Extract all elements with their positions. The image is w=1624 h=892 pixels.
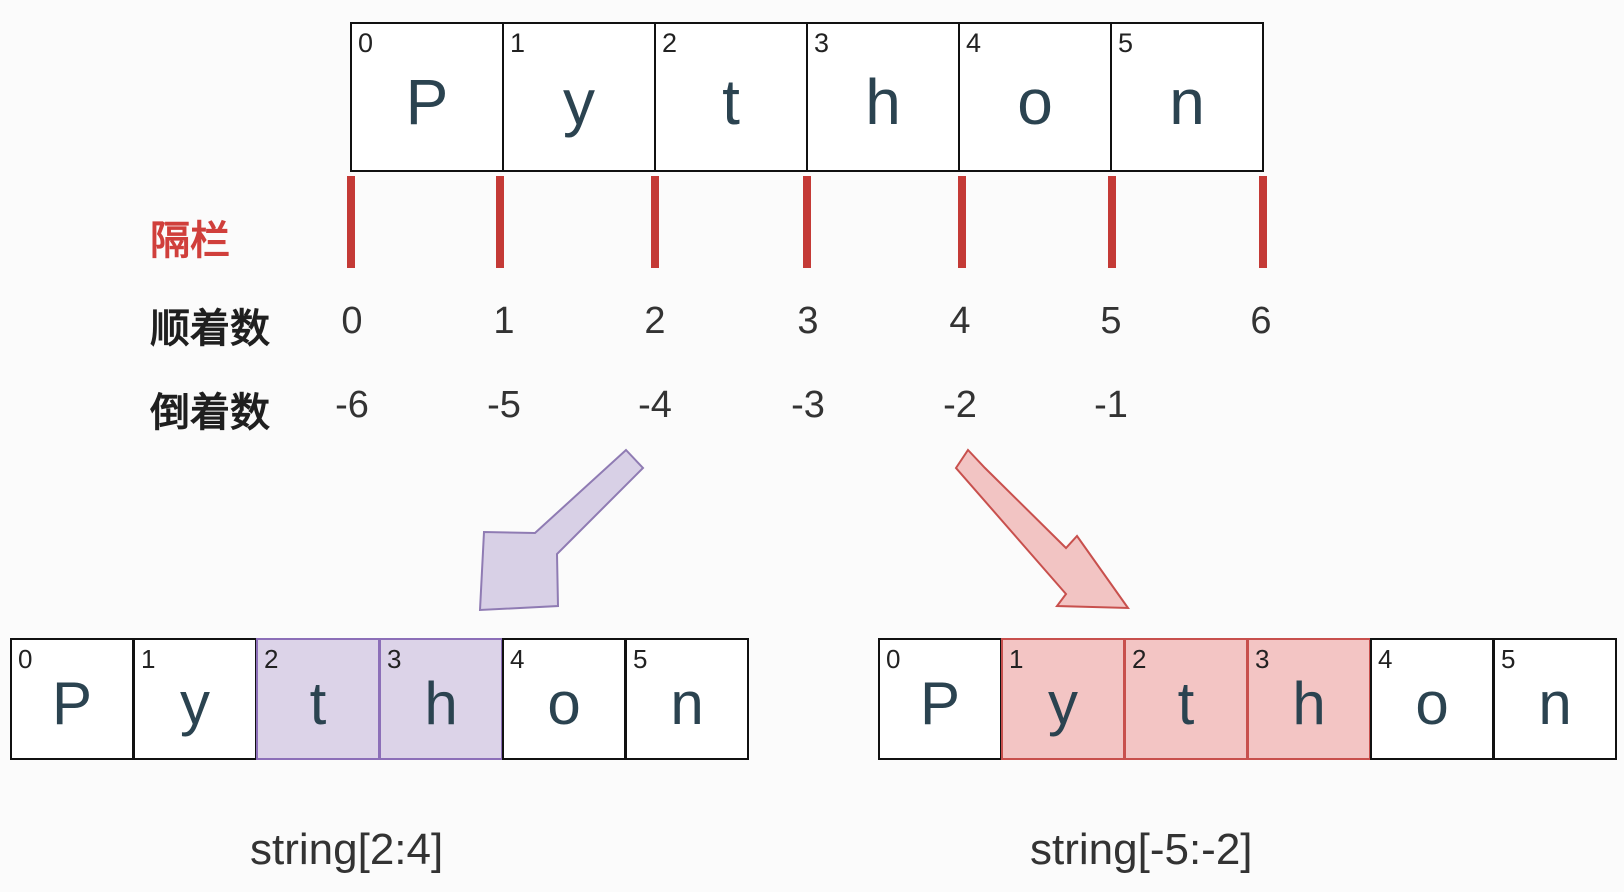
cell-char: h	[865, 66, 901, 138]
backward-label: 倒着数	[150, 390, 270, 436]
top-cell-3: 3 h	[806, 22, 960, 172]
cell-char: o	[547, 670, 581, 737]
forward-number: 5	[1100, 300, 1122, 342]
separator-bar	[803, 176, 811, 268]
cell-char: y	[563, 66, 595, 138]
backward-number: -4	[638, 384, 672, 426]
right-slice-cell: 4 o	[1370, 638, 1494, 760]
forward-number: 6	[1250, 300, 1272, 342]
cell-index: 2	[264, 644, 279, 674]
right-slice-cell: 0 P	[878, 638, 1002, 760]
cell-char: P	[51, 670, 93, 737]
right-slice-cell-highlighted: 1 y	[1001, 638, 1125, 760]
top-cell-0: 0 P	[350, 22, 504, 172]
cell-char: h	[424, 670, 458, 737]
cell-index: 2	[662, 28, 678, 58]
backward-number: -5	[487, 384, 521, 426]
cell-index: 5	[1118, 28, 1134, 58]
forward-label: 顺着数	[150, 306, 270, 352]
left-slice-cell: 1 y	[133, 638, 257, 760]
left-slice-cell: 0 P	[10, 638, 134, 760]
right-slice-cell-highlighted: 3 h	[1247, 638, 1371, 760]
cell-index: 4	[966, 28, 982, 58]
cell-index: 0	[18, 644, 33, 674]
separator-bar	[1108, 176, 1116, 268]
left-slice-cell-highlighted: 2 t	[256, 638, 380, 760]
cell-char: n	[1538, 670, 1572, 737]
cell-index: 1	[1009, 644, 1024, 674]
cell-char: P	[919, 670, 961, 737]
cell-index: 0	[886, 644, 901, 674]
backward-number: -1	[1094, 384, 1128, 426]
cell-index: 4	[510, 644, 525, 674]
top-cell-5: 5 n	[1110, 22, 1264, 172]
left-slice-cell: 5 n	[625, 638, 749, 760]
separator-label: 隔栏	[150, 218, 230, 264]
left-slice-caption: string[2:4]	[250, 825, 444, 874]
separator-bar	[1259, 176, 1267, 268]
cell-char: h	[1292, 670, 1326, 737]
forward-number: 2	[644, 300, 666, 342]
forward-number: 1	[493, 300, 515, 342]
cell-index: 1	[510, 28, 526, 58]
cell-index: 5	[633, 644, 648, 674]
cell-char: n	[1169, 66, 1205, 138]
separator-bar	[958, 176, 966, 268]
cell-index: 1	[141, 644, 156, 674]
backward-number: -6	[335, 384, 369, 426]
top-cell-2: 2 t	[654, 22, 808, 172]
cell-char: n	[670, 670, 704, 737]
left-slice-cell-highlighted: 3 h	[379, 638, 503, 760]
backward-number: -3	[791, 384, 825, 426]
cell-char: y	[180, 670, 210, 737]
cell-index: 4	[1378, 644, 1393, 674]
cell-index: 0	[358, 28, 374, 58]
right-slice-caption: string[-5:-2]	[1030, 825, 1253, 874]
cell-index: 3	[814, 28, 830, 58]
separator-bar	[347, 176, 355, 268]
red-arrow-icon	[954, 448, 1130, 610]
cell-char: t	[309, 670, 327, 737]
forward-number: 3	[797, 300, 819, 342]
cell-char: y	[1048, 670, 1078, 737]
cell-index: 5	[1501, 644, 1516, 674]
separator-bar	[496, 176, 504, 268]
left-slice-cell: 4 o	[502, 638, 626, 760]
cell-char: o	[1415, 670, 1449, 737]
cell-index: 2	[1132, 644, 1147, 674]
cell-char: o	[1017, 66, 1053, 138]
cell-char: t	[1177, 670, 1195, 737]
forward-number: 0	[341, 300, 363, 342]
purple-arrow-icon	[478, 448, 645, 612]
cell-index: 3	[387, 644, 402, 674]
right-slice-cell: 5 n	[1493, 638, 1617, 760]
cell-char: t	[722, 66, 740, 138]
separator-bar	[651, 176, 659, 268]
top-cell-4: 4 o	[958, 22, 1112, 172]
right-slice-cell-highlighted: 2 t	[1124, 638, 1248, 760]
forward-number: 4	[949, 300, 971, 342]
cell-index: 3	[1255, 644, 1270, 674]
backward-number: -2	[943, 384, 977, 426]
cell-char: P	[405, 66, 449, 138]
